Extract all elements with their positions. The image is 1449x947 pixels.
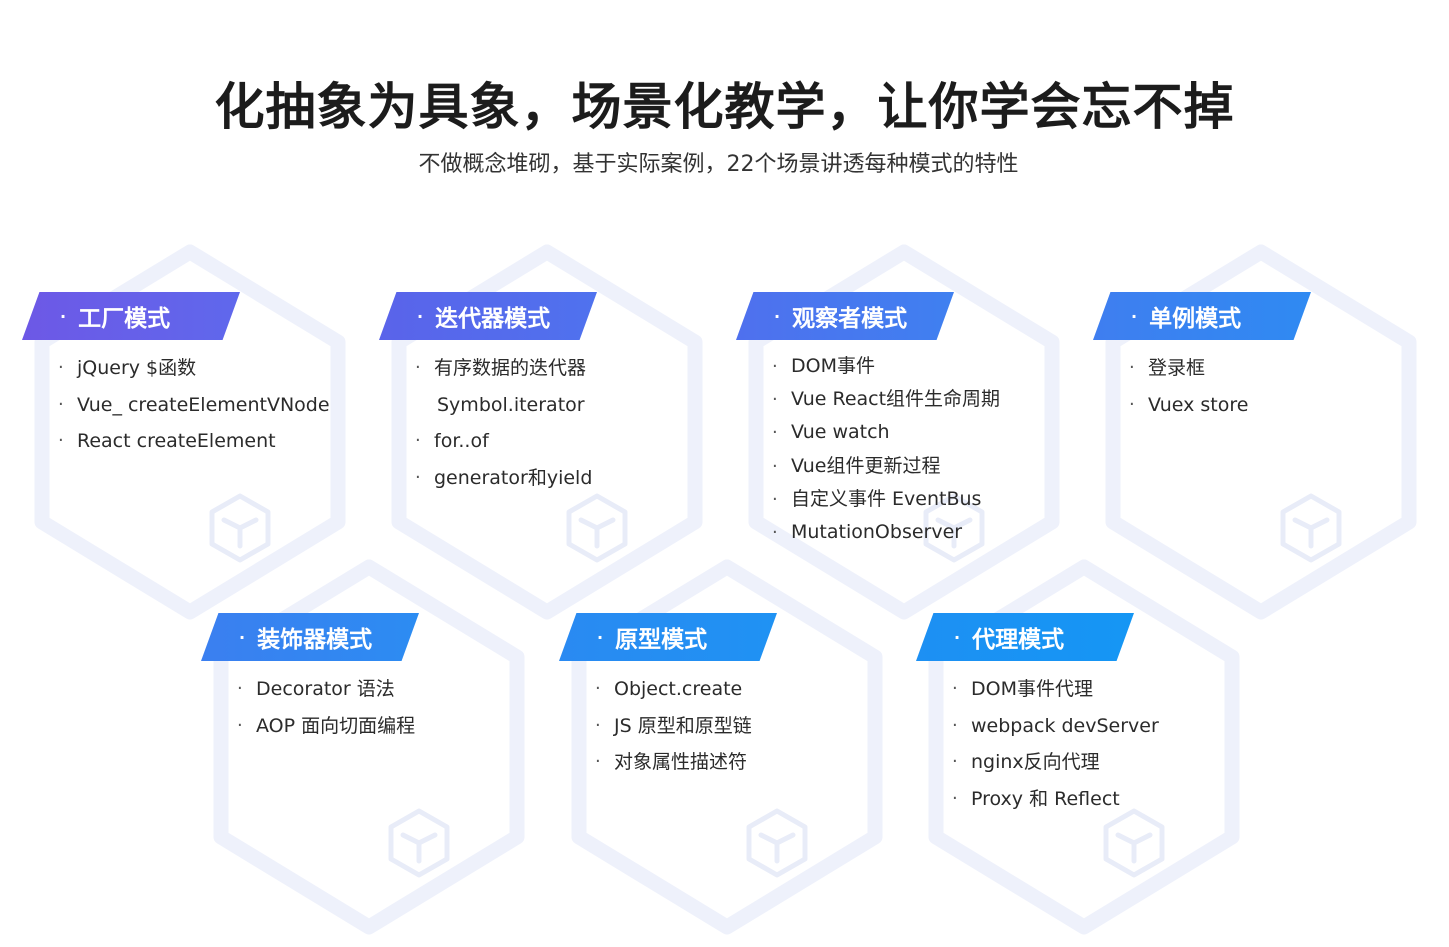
pattern-name: 装饰器模式 (257, 627, 373, 653)
list-item: 自定义事件 EventBus (772, 483, 1000, 516)
list-item: JS 原型和原型链 (595, 708, 752, 745)
bullet-icon: · (774, 306, 781, 326)
pattern-tag: · 代理模式 (916, 613, 1134, 661)
pattern-item-list: jQuery $函数Vue_ createElementVNodeReact c… (58, 350, 330, 460)
pattern-tag: · 装饰器模式 (201, 613, 419, 661)
pattern-name: 工厂模式 (78, 306, 171, 332)
list-item: 对象属性描述符 (595, 744, 752, 781)
bullet-icon: · (1131, 306, 1138, 326)
pattern-item-list: DOM事件Vue React组件生命周期Vue watchVue组件更新过程自定… (772, 350, 1000, 549)
page-subtitle: 不做概念堆砌，基于实际案例，22个场景讲透每种模式的特性 (418, 152, 1019, 177)
list-item: for..of (415, 423, 592, 460)
pattern-card: · 代理模式 DOM事件代理webpack devServernginx反向代理Pr… (916, 613, 1226, 913)
pattern-item-list: Object.createJS 原型和原型链对象属性描述符 (595, 671, 752, 781)
bullet-icon: · (954, 627, 961, 647)
pattern-name: 单例模式 (1149, 306, 1242, 332)
list-item: webpack devServer (952, 708, 1159, 745)
pattern-card: · 观察者模式 DOM事件Vue React组件生命周期Vue watchVue组件… (736, 292, 1046, 592)
pattern-card: · 装饰器模式 Decorator 语法AOP 面向切面编程 (201, 613, 511, 913)
pattern-card: · 单例模式登录框Vuex store (1093, 292, 1403, 592)
list-item: DOM事件 (772, 350, 1000, 383)
pattern-tag: · 原型模式 (559, 613, 777, 661)
list-item: generator和yield (415, 460, 592, 497)
pattern-card: · 工厂模式 jQuery $函数Vue_ createElementVNodeRe… (22, 292, 332, 592)
pattern-name: 迭代器模式 (435, 306, 551, 332)
cube-watermark-icon (746, 808, 808, 878)
list-item: jQuery $函数 (58, 350, 330, 387)
hexagon-outline (391, 244, 703, 620)
list-item: Vue组件更新过程 (772, 450, 1000, 483)
list-item: Decorator 语法 (237, 671, 415, 708)
list-item: Proxy 和 Reflect (952, 781, 1159, 818)
list-item: React createElement (58, 423, 330, 460)
bullet-icon: · (60, 306, 67, 326)
hexagon-outline (34, 244, 346, 620)
pattern-card: · 迭代器模式有序数据的迭代器 Symbol.iterator for..ofgene… (379, 292, 689, 592)
list-item: DOM事件代理 (952, 671, 1159, 708)
pattern-name: 代理模式 (972, 627, 1065, 653)
bullet-icon: · (597, 627, 604, 647)
pattern-name: 原型模式 (615, 627, 708, 653)
pattern-item-list: 登录框Vuex store (1129, 350, 1248, 423)
pattern-tag: · 工厂模式 (22, 292, 240, 340)
list-item: Vue React组件生命周期 (772, 383, 1000, 416)
pattern-item-list: DOM事件代理webpack devServernginx反向代理Proxy 和… (952, 671, 1159, 817)
hexagon-outline (748, 244, 1060, 620)
list-item: AOP 面向切面编程 (237, 708, 415, 745)
pattern-tag: · 观察者模式 (736, 292, 954, 340)
list-item: 有序数据的迭代器 (415, 350, 592, 387)
cube-watermark-icon (388, 808, 450, 878)
bullet-icon: · (239, 627, 246, 647)
list-item: Symbol.iterator (437, 393, 585, 416)
cube-watermark-icon (1280, 493, 1342, 563)
list-item: nginx反向代理 (952, 744, 1159, 781)
list-item: Vuex store (1129, 387, 1248, 424)
list-item: Object.create (595, 671, 752, 708)
pattern-name: 观察者模式 (792, 306, 908, 332)
list-item: Vue_ createElementVNode (58, 387, 330, 424)
bullet-icon: · (417, 306, 424, 326)
cube-watermark-icon (1103, 808, 1165, 878)
list-item: 登录框 (1129, 350, 1248, 387)
pattern-item-list: Decorator 语法AOP 面向切面编程 (237, 671, 415, 744)
pattern-tag: · 迭代器模式 (379, 292, 597, 340)
pattern-tag: · 单例模式 (1093, 292, 1311, 340)
list-item: Vue watch (772, 416, 1000, 449)
cube-watermark-icon (566, 493, 628, 563)
page-title: 化抽象为具象，场景化教学，让你学会忘不掉 (214, 78, 1235, 136)
cube-watermark-icon (209, 493, 271, 563)
hexagon-outline (1105, 244, 1417, 620)
pattern-item-list: 有序数据的迭代器 Symbol.iterator for..ofgenerator和… (415, 350, 592, 496)
list-item: MutationObserver (772, 516, 1000, 549)
pattern-card: · 原型模式 Object.createJS 原型和原型链对象属性描述符 (559, 613, 869, 913)
